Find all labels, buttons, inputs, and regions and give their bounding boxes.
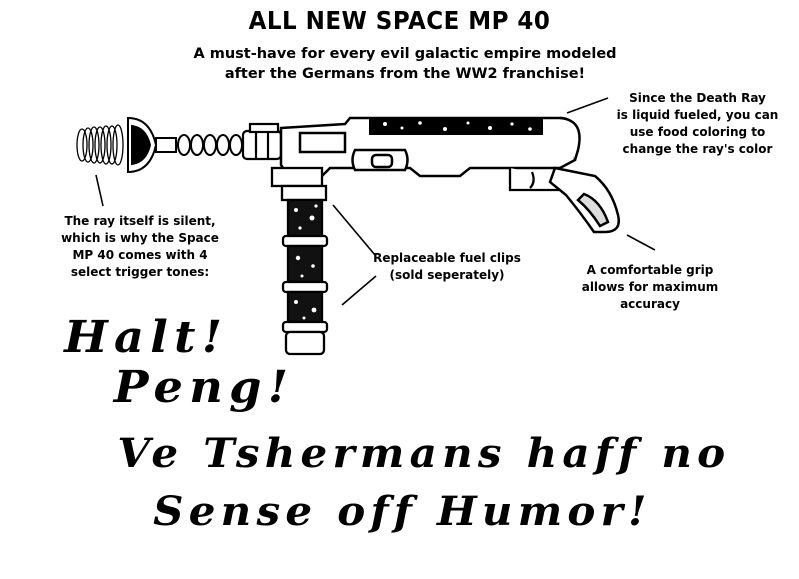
subtitle-line: A must-have for every evil galactic empi… xyxy=(193,46,617,62)
rear-cap xyxy=(559,116,581,161)
callout-line: The ray itself is silent, xyxy=(64,214,216,228)
callout-silent-ray: The ray itself is silent, which is why t… xyxy=(50,213,230,281)
subtitle-line: after the Germans from the WW2 franchise… xyxy=(224,66,586,82)
barrel-coils xyxy=(155,134,243,156)
spiral-emitter-icon xyxy=(76,124,124,166)
page-subtitle: A must-have for every evil galactic empi… xyxy=(170,44,640,84)
callout-grip: A comfortable grip allows for maximum ac… xyxy=(570,262,730,313)
callout-line: which is why the Space xyxy=(61,231,219,245)
callout-fuel-clips: Replaceable fuel clips (sold seperately) xyxy=(372,250,522,284)
trigger-tone-humor-line1: Ve Tshermans haff no xyxy=(117,430,731,477)
callout-liquid-fuel: Since the Death Ray is liquid fueled, yo… xyxy=(600,90,795,158)
callout-line: use food coloring to xyxy=(629,125,766,139)
barrel-housing xyxy=(241,122,283,161)
callout-line: A comfortable grip xyxy=(586,263,714,277)
callout-line: is liquid fueled, you can xyxy=(616,108,779,122)
trigger-tone-peng: Peng! xyxy=(113,362,295,413)
fuel-window xyxy=(369,117,543,135)
callout-line: change the ray's color xyxy=(622,142,773,156)
callout-line: (sold seperately) xyxy=(389,268,505,282)
callout-line: allows for maximum xyxy=(581,280,719,294)
grip xyxy=(548,166,620,234)
fuel-clip-magazine xyxy=(270,166,329,356)
muzzle-disk xyxy=(127,116,158,174)
callout-line: Replaceable fuel clips xyxy=(373,251,521,265)
trigger-tone-halt: Halt! xyxy=(64,312,229,363)
trigger-tone-humor-line2: Sense off Humor! xyxy=(153,488,652,535)
callout-line: MP 40 comes with 4 xyxy=(72,248,208,262)
callout-leaders xyxy=(95,97,656,306)
callout-line: select trigger tones: xyxy=(70,265,210,279)
callout-line: Since the Death Ray xyxy=(629,91,766,105)
callout-line: accuracy xyxy=(620,297,680,311)
page-title: ALL NEW SPACE MP 40 xyxy=(248,6,551,35)
